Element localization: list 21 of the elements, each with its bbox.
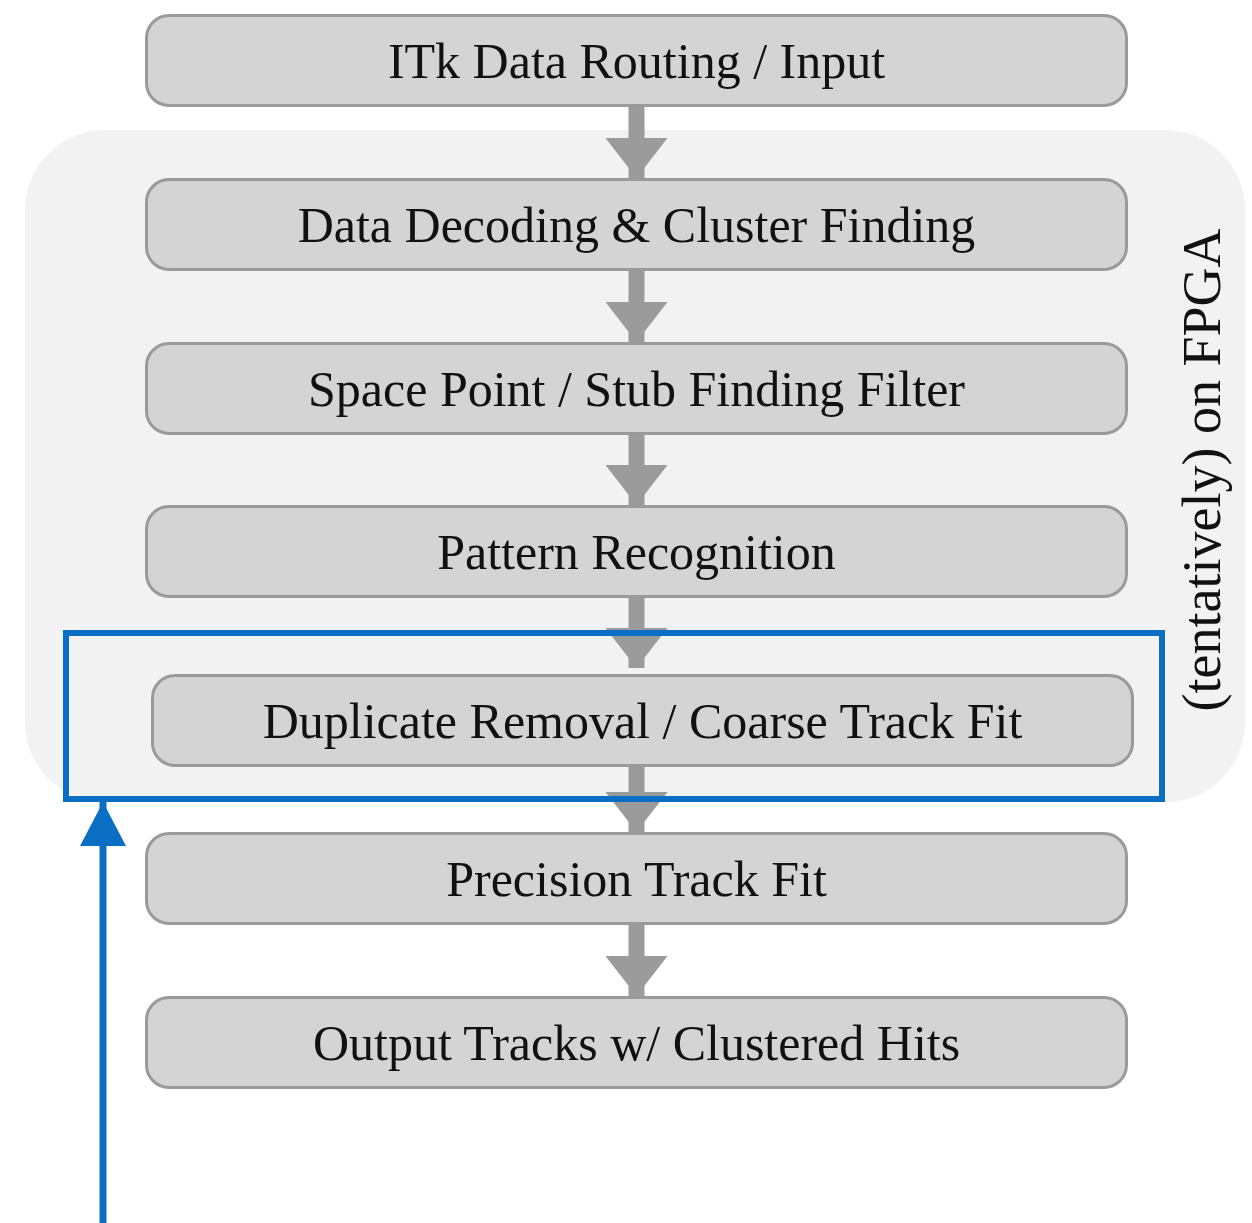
process-box — [145, 505, 1128, 598]
region-label: (tentatively) on FPGA — [1171, 228, 1233, 712]
box-label: Output Tracks w/ Clustered Hits — [312, 1013, 961, 1072]
process-box — [145, 178, 1128, 271]
box-label: Data Decoding & Cluster Finding — [297, 195, 976, 254]
process-box — [145, 832, 1128, 925]
box-label: Precision Track Fit — [446, 849, 827, 908]
box-label: ITk Data Routing / Input — [387, 31, 886, 90]
arrow — [605, 925, 668, 996]
arrow — [605, 107, 668, 178]
process-box — [151, 674, 1134, 767]
arrow — [605, 598, 668, 668]
box-label: Duplicate Removal / Coarse Track Fit — [262, 691, 1023, 750]
process-box — [145, 14, 1128, 107]
process-box — [145, 996, 1128, 1089]
box-label: Space Point / Stub Finding Filter — [308, 359, 965, 418]
arrow — [605, 271, 668, 342]
arrow — [605, 435, 668, 505]
process-box — [145, 342, 1128, 435]
box-label: Pattern Recognition — [437, 522, 836, 581]
arrow — [80, 802, 126, 1223]
